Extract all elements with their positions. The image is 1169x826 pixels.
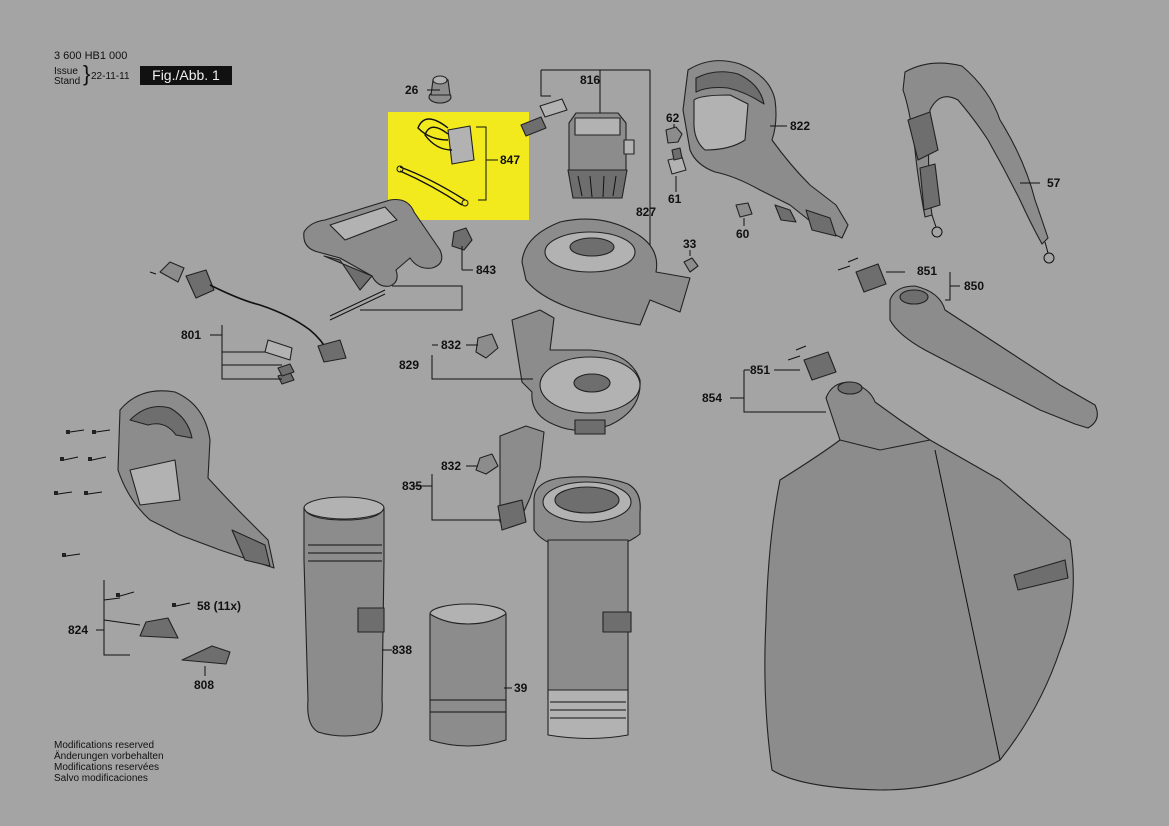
- label-61: 61: [668, 192, 682, 206]
- label-829: 829: [399, 358, 419, 372]
- label-57: 57: [1047, 176, 1061, 190]
- label-832-bottom: 832: [441, 459, 461, 473]
- part-57-shoulder-strap: [902, 62, 1055, 264]
- label-58: 58 (11x): [197, 599, 241, 613]
- label-843: 843: [476, 263, 496, 277]
- label-801: 801: [181, 328, 201, 342]
- label-62: 62: [666, 111, 680, 125]
- label-816: 816: [580, 73, 600, 87]
- part-808-label: [139, 617, 231, 665]
- figure-badge: Fig./Abb. 1: [140, 66, 232, 85]
- part-832-knob-a: [475, 333, 499, 359]
- part-835-intake-tube: [497, 425, 641, 740]
- part-829-blower-housing: [511, 309, 641, 435]
- label-808: 808: [194, 678, 214, 692]
- footer-line-de: Änderungen vorbehalten: [54, 751, 164, 762]
- label-827: 827: [636, 205, 656, 219]
- part-827-fan-housing: [521, 218, 691, 326]
- part-851-latch-b: [787, 345, 837, 381]
- header-brace: }: [83, 61, 91, 86]
- label-854: 854: [702, 391, 722, 405]
- part-843-trigger: [303, 198, 473, 321]
- stand-label: Stand: [54, 76, 81, 87]
- footer-line-en: Modifications reserved: [54, 740, 155, 751]
- label-832-top: 832: [441, 338, 461, 352]
- issue-date: 22-11-11: [91, 71, 130, 82]
- label-824: 824: [68, 623, 88, 637]
- part-39-coupling: [429, 603, 507, 747]
- part-60-lock: [735, 202, 753, 218]
- part-62-button: [665, 126, 683, 144]
- part-854-collection-bag: [764, 381, 1074, 791]
- label-838: 838: [392, 643, 412, 657]
- label-60: 60: [736, 227, 750, 241]
- part-851-latch-a: [837, 257, 887, 293]
- part-33-plug: [683, 257, 699, 273]
- part-61-switch: [667, 147, 687, 175]
- part-822-handle: [682, 60, 849, 239]
- label-850: 850: [964, 279, 984, 293]
- issue-label: Issue: [54, 66, 78, 77]
- label-822: 822: [790, 119, 810, 133]
- label-835: 835: [402, 479, 422, 493]
- part-26-knob: [428, 75, 452, 104]
- label-39: 39: [514, 681, 528, 695]
- label-26: 26: [405, 83, 419, 97]
- part-832-knob-b: [475, 453, 499, 475]
- screws-58: [54, 429, 191, 607]
- part-801-cord: [149, 261, 347, 385]
- footer-line-fr: Modifications reservées: [54, 762, 160, 773]
- part-816-motor: [520, 98, 635, 199]
- drawing-number: 3 600 HB1 000: [54, 50, 128, 62]
- part-838-blow-tube: [303, 496, 385, 737]
- label-851-bottom: 851: [750, 363, 770, 377]
- label-847: 847: [500, 153, 520, 167]
- part-824-housing-shell: [117, 390, 275, 569]
- part-850-vacuum-tube: [889, 285, 1098, 429]
- footer-line-es: Salvo modificaciones: [54, 773, 148, 784]
- label-33: 33: [683, 237, 697, 251]
- label-851-top: 851: [917, 264, 937, 278]
- part-847-wiring: [396, 118, 475, 207]
